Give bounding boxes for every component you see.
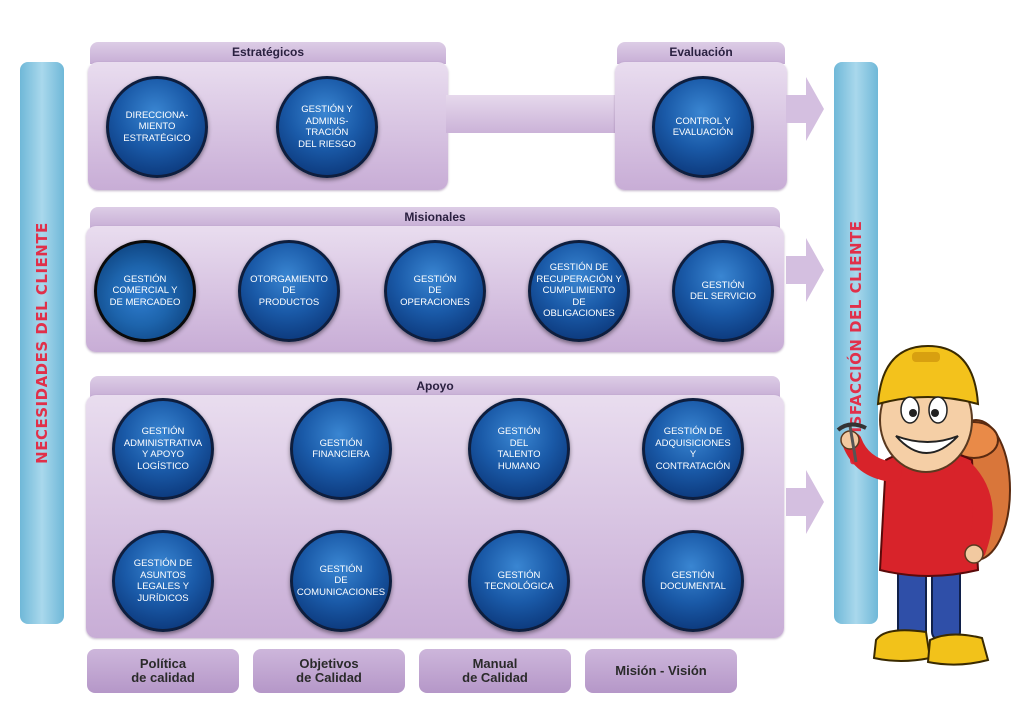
process-circle[interactable]: GESTIÓN DE OPERACIONES (384, 240, 486, 342)
process-label: GESTIÓN COMERCIAL Y DE MERCADEO (109, 273, 181, 308)
process-label: GESTIÓN DE ASUNTOS LEGALES Y JURÍDICOS (133, 558, 193, 604)
process-circle[interactable]: GESTIÓN DE ADQUISICIONES Y CONTRATACIÓN (642, 398, 744, 500)
apoyo-arrow (786, 470, 824, 534)
customer-needs-label: NECESIDADES DEL CLIENTE (33, 222, 51, 464)
process-label: OTORGAMIENTO DE PRODUCTOS (250, 273, 328, 308)
process-label: GESTIÓN DOCUMENTAL (660, 569, 726, 593)
climber-mascot-illustration (836, 344, 1011, 666)
process-circle[interactable]: GESTIÓN DEL TALENTO HUMANO (468, 398, 570, 500)
process-circle[interactable]: DIRECCIONA- MIENTO ESTRATÉGICO (106, 76, 208, 178)
process-label: DIRECCIONA- MIENTO ESTRATÉGICO (123, 109, 191, 144)
evaluacion-tab: Evaluación (617, 42, 785, 64)
quality-manual-label: Manual de Calidad (462, 656, 528, 685)
process-label: CONTROL Y EVALUACIÓN (672, 115, 734, 139)
mission-vision-label: Misión - Visión (615, 663, 707, 678)
evaluacion-arrow (786, 77, 824, 141)
quality-manual-button[interactable]: Manual de Calidad (419, 649, 571, 693)
misionales-title: Misionales (404, 210, 466, 224)
right-side-bar: SATISFACCIÓN DEL CLIENTE (834, 62, 878, 624)
process-label: GESTIÓN DE ADQUISICIONES Y CONTRATACIÓN (655, 426, 731, 472)
quality-policy-button[interactable]: Política de calidad (87, 649, 239, 693)
process-circle[interactable]: GESTIÓN FINANCIERA (290, 398, 392, 500)
apoyo-tab: Apoyo (90, 376, 780, 398)
process-label: GESTIÓN Y ADMINIS- TRACIÓN DEL RIESGO (298, 104, 356, 150)
process-label: GESTIÓN DEL TALENTO HUMANO (497, 426, 541, 472)
process-label: GESTIÓN DE RECUPERACIÓN Y CUMPLIMIENTO D… (536, 262, 622, 320)
process-circle[interactable]: GESTIÓN DE ASUNTOS LEGALES Y JURÍDICOS (112, 530, 214, 632)
quality-policy-label: Política de calidad (131, 656, 195, 685)
left-side-bar: NECESIDADES DEL CLIENTE (20, 62, 64, 624)
process-circle[interactable]: GESTIÓN COMERCIAL Y DE MERCADEO (94, 240, 196, 342)
quality-objectives-button[interactable]: Objetivos de Calidad (253, 649, 405, 693)
process-circle[interactable]: GESTIÓN DE RECUPERACIÓN Y CUMPLIMIENTO D… (528, 240, 630, 342)
process-circle[interactable]: CONTROL Y EVALUACIÓN (652, 76, 754, 178)
process-circle[interactable]: GESTIÓN TECNOLÓGICA (468, 530, 570, 632)
apoyo-title: Apoyo (416, 379, 454, 393)
process-circle[interactable]: OTORGAMIENTO DE PRODUCTOS (238, 240, 340, 342)
estrategicos-title: Estratégicos (231, 45, 305, 59)
process-label: GESTIÓN TECNOLÓGICA (484, 569, 554, 593)
misionales-tab: Misionales (90, 207, 780, 229)
process-circle[interactable]: GESTIÓN ADMINISTRATIVA Y APOYO LOGÍSTICO (112, 398, 214, 500)
process-label: GESTIÓN DEL SERVICIO (690, 279, 756, 303)
process-label: GESTIÓN FINANCIERA (312, 437, 370, 461)
quality-objectives-label: Objetivos de Calidad (296, 656, 362, 685)
process-circle[interactable]: GESTIÓN DE COMUNICACIONES (290, 530, 392, 632)
process-label: GESTIÓN DE COMUNICACIONES (296, 563, 386, 598)
mission-vision-button[interactable]: Misión - Visión (585, 649, 737, 693)
process-circle[interactable]: GESTIÓN Y ADMINIS- TRACIÓN DEL RIESGO (276, 76, 378, 178)
process-circle[interactable]: GESTIÓN DEL SERVICIO (672, 240, 774, 342)
evaluacion-title: Evaluación (669, 45, 733, 59)
estrategicos-connector (446, 95, 618, 133)
process-label: GESTIÓN ADMINISTRATIVA Y APOYO LOGÍSTICO (123, 426, 203, 472)
process-label: GESTIÓN DE OPERACIONES (400, 273, 470, 308)
misionales-arrow (786, 238, 824, 302)
process-circle[interactable]: GESTIÓN DOCUMENTAL (642, 530, 744, 632)
estrategicos-tab: Estratégicos (90, 42, 446, 64)
